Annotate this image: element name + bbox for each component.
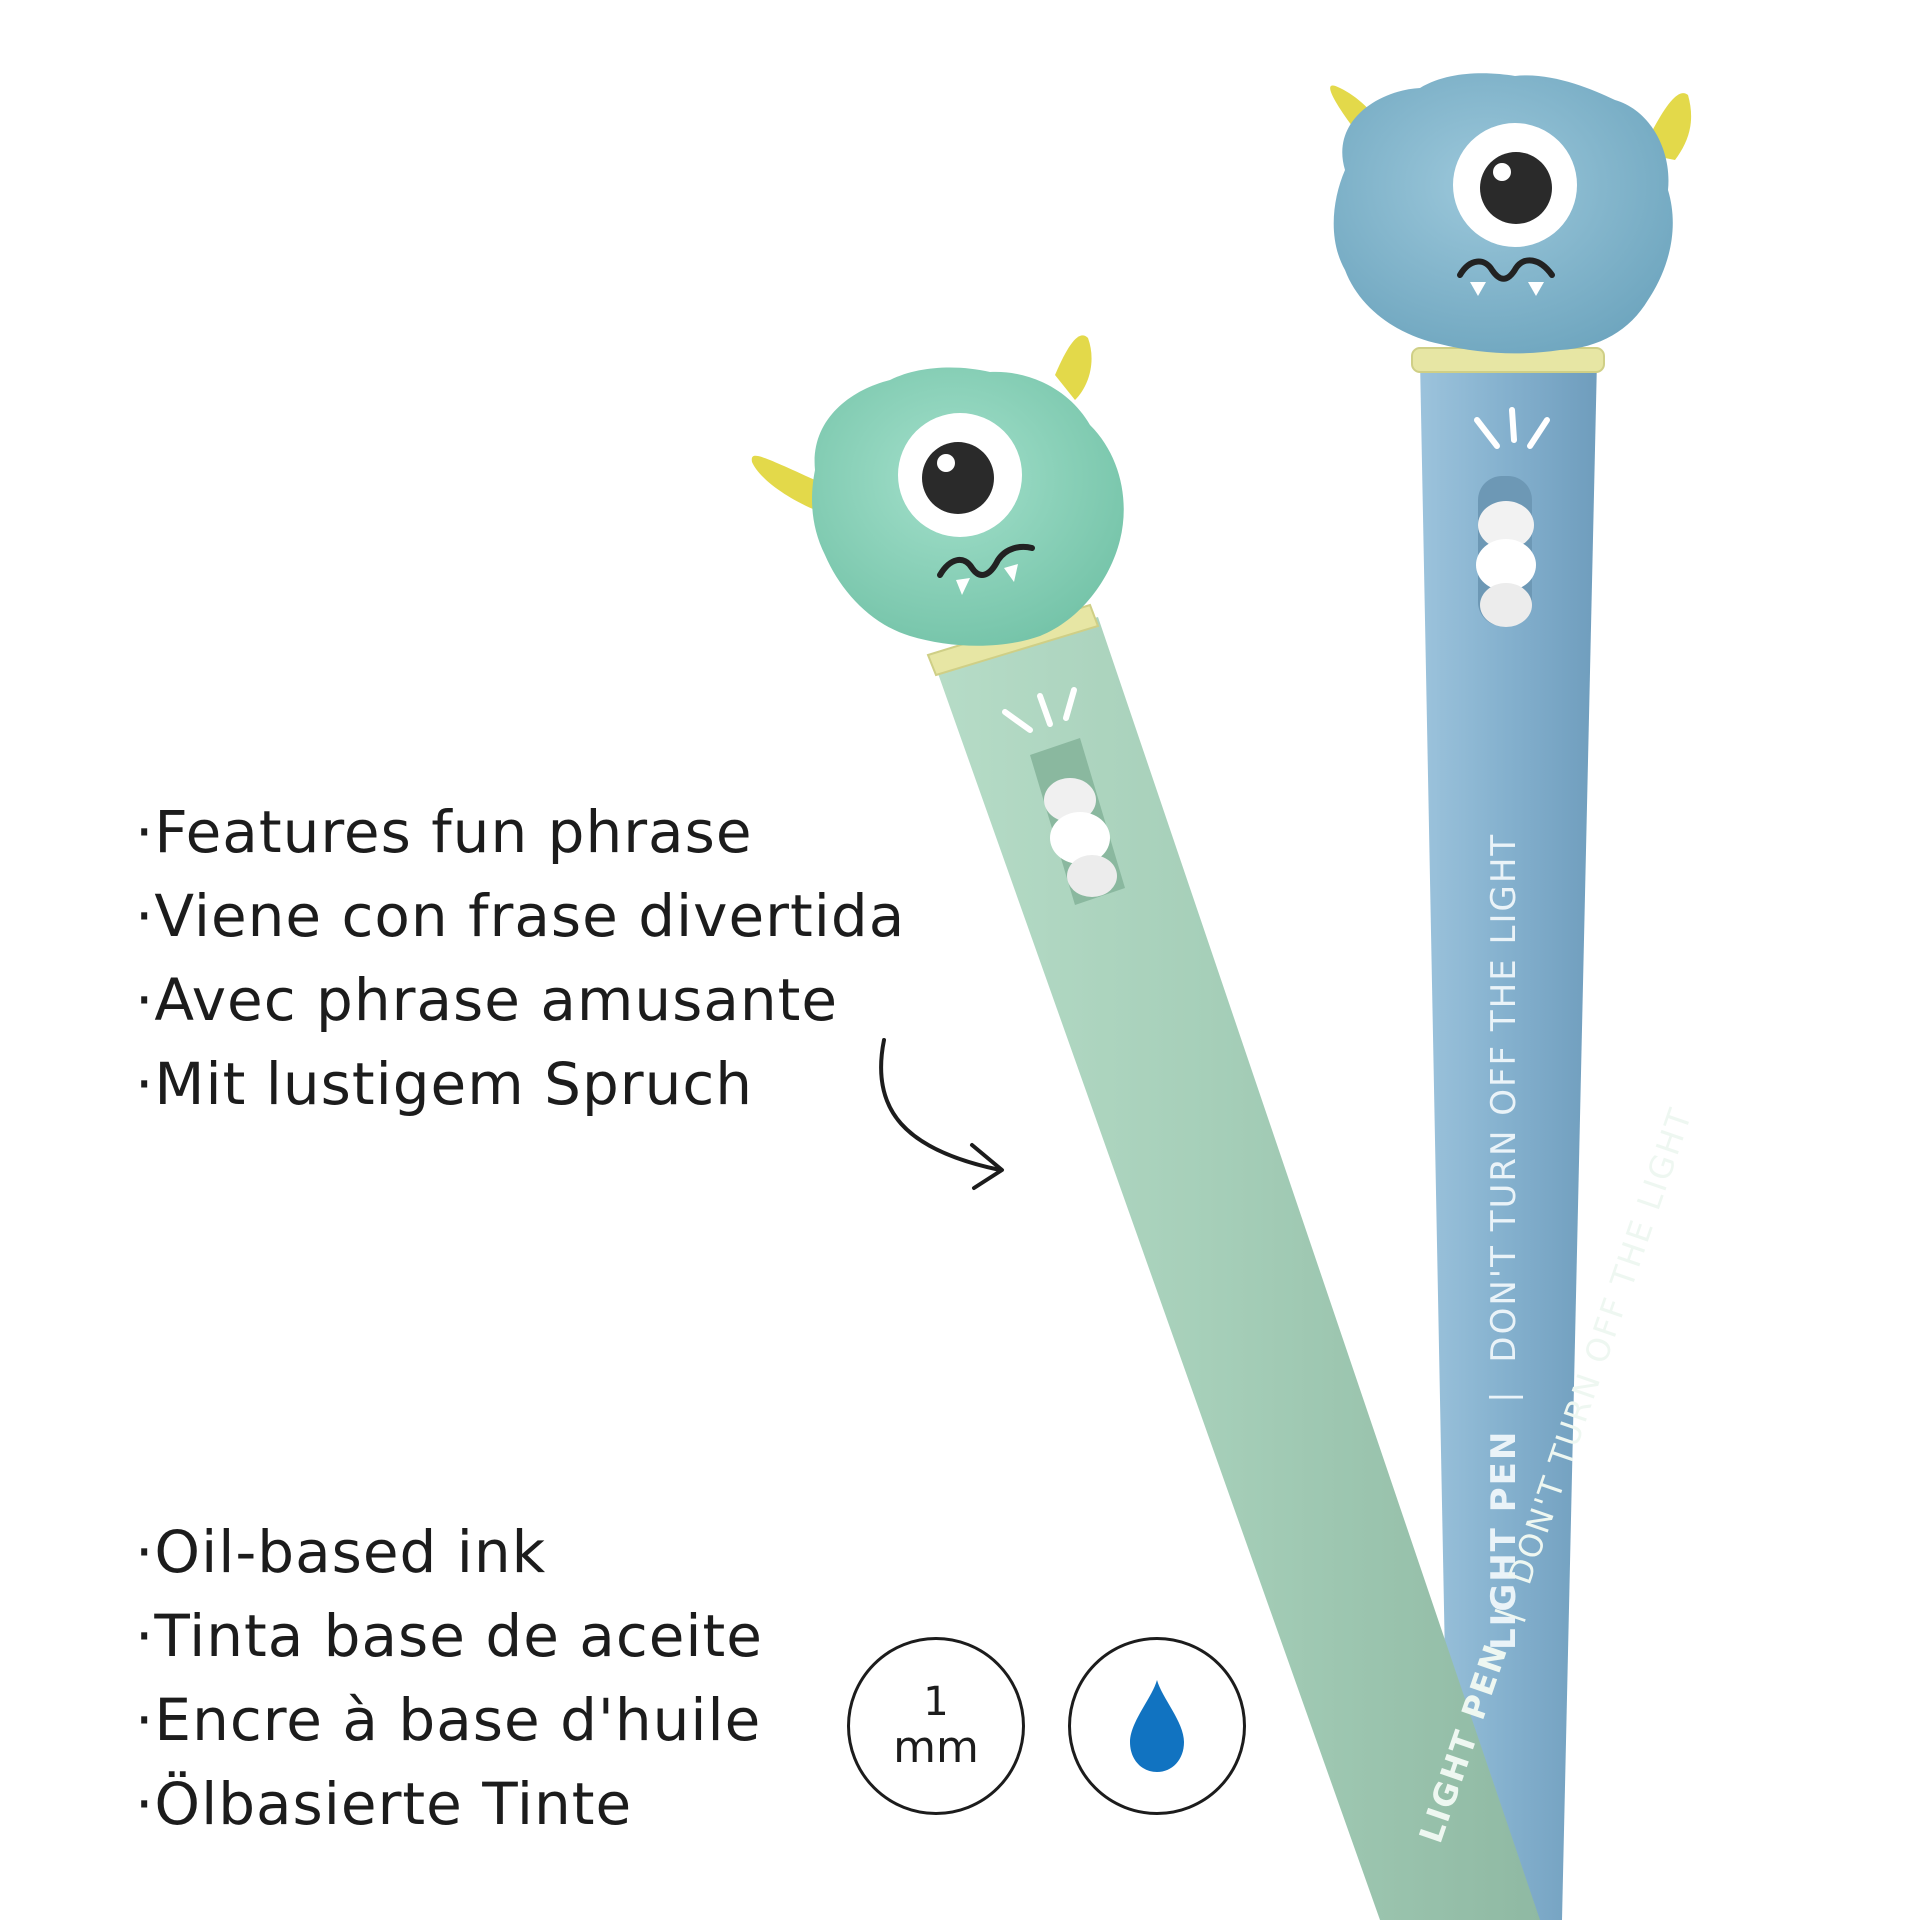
feature-phrase-fr: ·Avec phrase amusante [135,966,839,1034]
green-monster-topper [751,335,1124,646]
green-pen-light-marks-icon [1002,687,1077,733]
ink-feature-list: ·Oil-based ink ·Tinta base de aceite ·En… [135,1510,763,1846]
blue-monster-topper [1330,73,1692,354]
feature-ink-en: ·Oil-based ink [135,1518,547,1586]
blue-pen-barrel [1420,360,1597,1920]
green-pen-barrel [935,617,1540,1920]
blue-pen-label: LIGHT PEN | DON'T TURN OFF THE LIGHT [1484,833,1524,1650]
tip-size-unit: mm [893,1722,979,1773]
blue-pen: LIGHT PEN | DON'T TURN OFF THE LIGHT [1330,73,1692,1920]
green-pen-switch-button[interactable] [1044,778,1117,897]
feature-phrase-de: ·Mit lustigem Spruch [135,1050,754,1118]
curved-arrow-icon [879,1038,1004,1190]
svg-text:LIGHT PEN | DO: LIGHT PEN | DON'T TURN OFF THE LIGHT [1484,833,1524,1650]
ink-drop-icon [1130,1680,1184,1772]
green-monster-mouth [937,543,1035,578]
blue-pen-phrase: DON'T TURN OFF THE LIGHT [1484,833,1524,1363]
tip-size-badge: 1 mm [847,1637,1025,1815]
feature-ink-fr: ·Encre à base d'huile [135,1686,762,1754]
blue-pen-light-marks-icon [1474,407,1550,449]
blue-pen-brand: LIGHT PEN [1484,1430,1524,1650]
feature-phrase-en: ·Features fun phrase [135,798,753,866]
green-monster-pupil [922,442,994,514]
blue-pen-separator: | [1484,1389,1524,1402]
phrase-feature-list: ·Features fun phrase ·Viene con frase di… [135,790,905,1126]
green-monster-right-horn-icon [1055,335,1092,400]
feature-ink-es: ·Tinta base de aceite [135,1602,763,1670]
green-monster-left-horn-icon [751,455,820,512]
feature-phrase-es: ·Viene con frase divertida [135,882,906,950]
blue-monster-mouth [1457,257,1555,282]
blue-pen-switch-button[interactable] [1476,501,1536,627]
tip-size-number: 1 [923,1679,949,1725]
blue-monster-pupil [1480,152,1552,224]
feature-ink-de: ·Ölbasierte Tinte [135,1770,633,1838]
ink-badge [1068,1637,1246,1815]
